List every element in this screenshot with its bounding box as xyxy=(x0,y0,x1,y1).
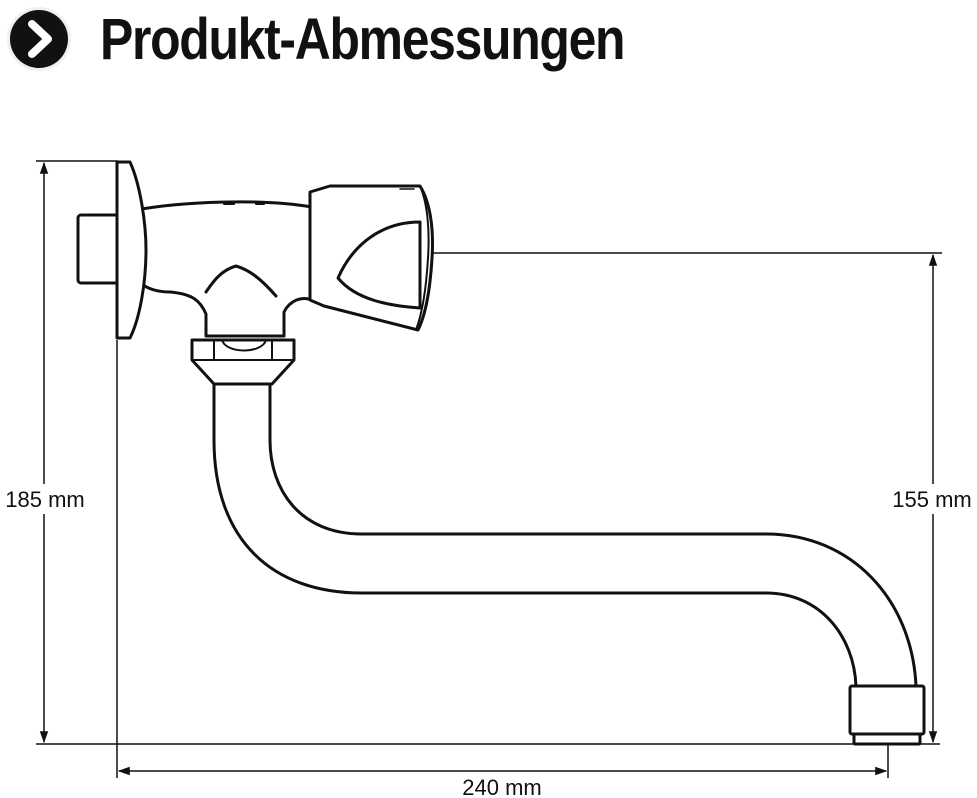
dimension-label-height-spout: 155 mm xyxy=(892,487,971,512)
hex-nut xyxy=(190,338,296,386)
valve-body xyxy=(134,200,314,338)
faucet-outline xyxy=(76,160,926,746)
aerator-tip xyxy=(852,732,922,746)
aerator xyxy=(848,684,926,736)
extension-lines xyxy=(36,160,942,778)
page-title: Produkt-Abmessungen xyxy=(100,7,626,72)
handle-recess xyxy=(336,220,422,310)
dimension-label-width: 240 mm xyxy=(462,775,541,798)
wall-rosette xyxy=(115,160,148,340)
spout-pipe xyxy=(212,382,918,688)
dimension-label-height-total: 185 mm xyxy=(5,487,84,512)
chevron-right-icon xyxy=(7,7,71,71)
page-header: Produkt-Abmessungen xyxy=(0,0,977,90)
